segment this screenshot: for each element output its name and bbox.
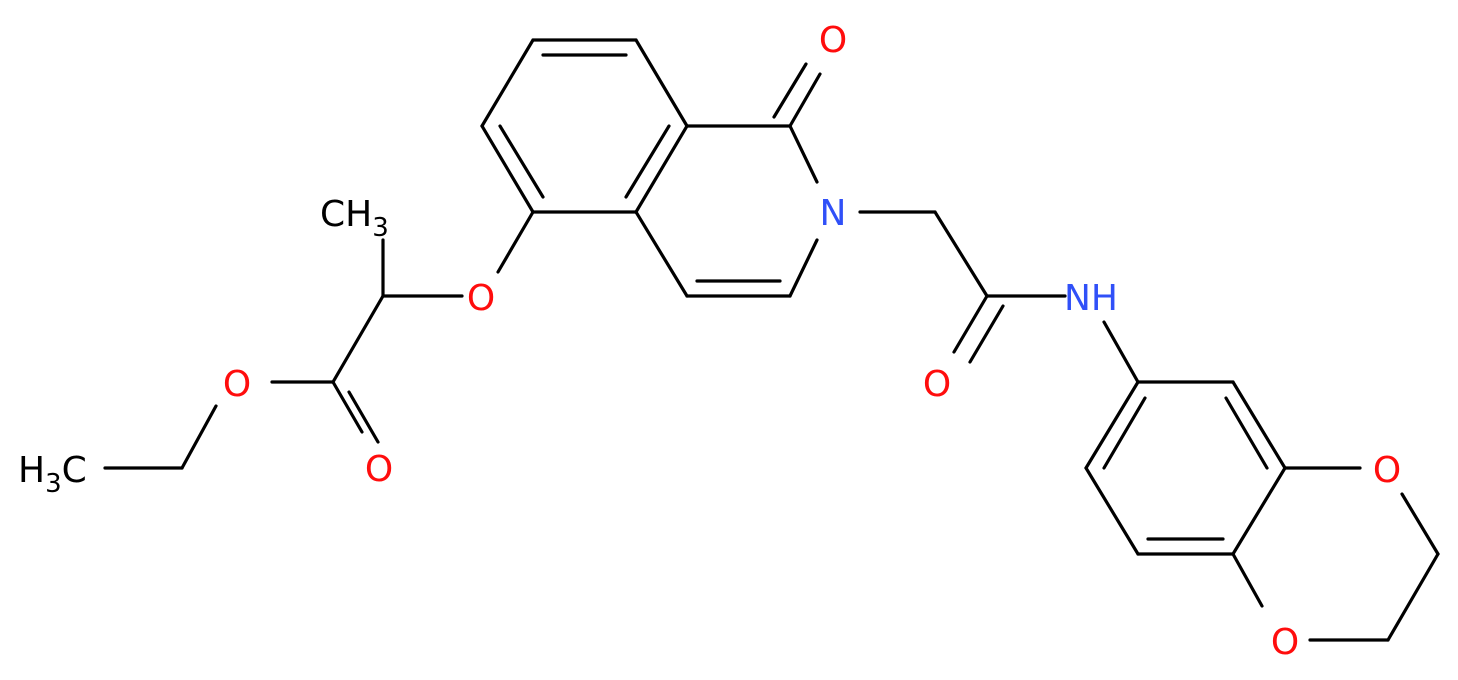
bond <box>1084 466 1140 556</box>
bond <box>788 72 822 128</box>
bond <box>331 294 385 384</box>
bond <box>1084 380 1140 470</box>
bond <box>1224 396 1269 470</box>
oxygen-label: O <box>923 364 951 405</box>
methyl-h: H <box>18 450 45 491</box>
oxygen-label: O <box>819 20 847 61</box>
dioxane-ring <box>1231 466 1440 642</box>
bond <box>634 124 689 214</box>
methyl-c: C <box>62 450 87 491</box>
bond <box>968 304 1005 364</box>
bond <box>347 390 380 444</box>
bond <box>952 294 989 354</box>
bond <box>1231 380 1287 470</box>
bond <box>496 210 535 274</box>
bond <box>331 380 364 434</box>
oxygen-label: O <box>467 278 495 319</box>
bond <box>788 124 819 184</box>
oxygen-label: O <box>1271 622 1299 663</box>
oxygen-label: O <box>1373 450 1401 491</box>
bond <box>772 62 808 119</box>
bond <box>180 404 218 470</box>
methyl-label-left: H3C <box>18 450 87 499</box>
bond <box>1231 552 1264 608</box>
bond <box>480 124 535 214</box>
bond <box>634 38 689 128</box>
bond <box>1102 320 1140 384</box>
ester-side-chain <box>103 210 535 470</box>
benzo-ring <box>480 38 689 214</box>
methyl-main: CH <box>320 194 372 235</box>
pyridinone-ring <box>634 62 822 298</box>
amide-linker <box>858 210 1140 384</box>
bond <box>788 238 819 298</box>
nitrogen-label: N <box>820 193 847 234</box>
bond <box>1386 552 1440 642</box>
methyl-subscript: 3 <box>372 213 389 243</box>
benzodioxane-ring <box>1084 380 1287 556</box>
bond <box>634 210 689 298</box>
bond <box>1231 466 1287 556</box>
oxygen-label: O <box>223 364 251 405</box>
bond <box>933 210 989 298</box>
bond <box>1102 396 1147 470</box>
bond <box>480 38 535 128</box>
bond <box>498 124 545 199</box>
nh-label: NH <box>1064 278 1118 319</box>
bond <box>624 124 671 199</box>
oxygen-label: O <box>365 449 393 490</box>
methyl-label: CH3 <box>320 194 389 243</box>
bond <box>1400 492 1440 556</box>
methyl-subscript: 3 <box>45 469 62 499</box>
